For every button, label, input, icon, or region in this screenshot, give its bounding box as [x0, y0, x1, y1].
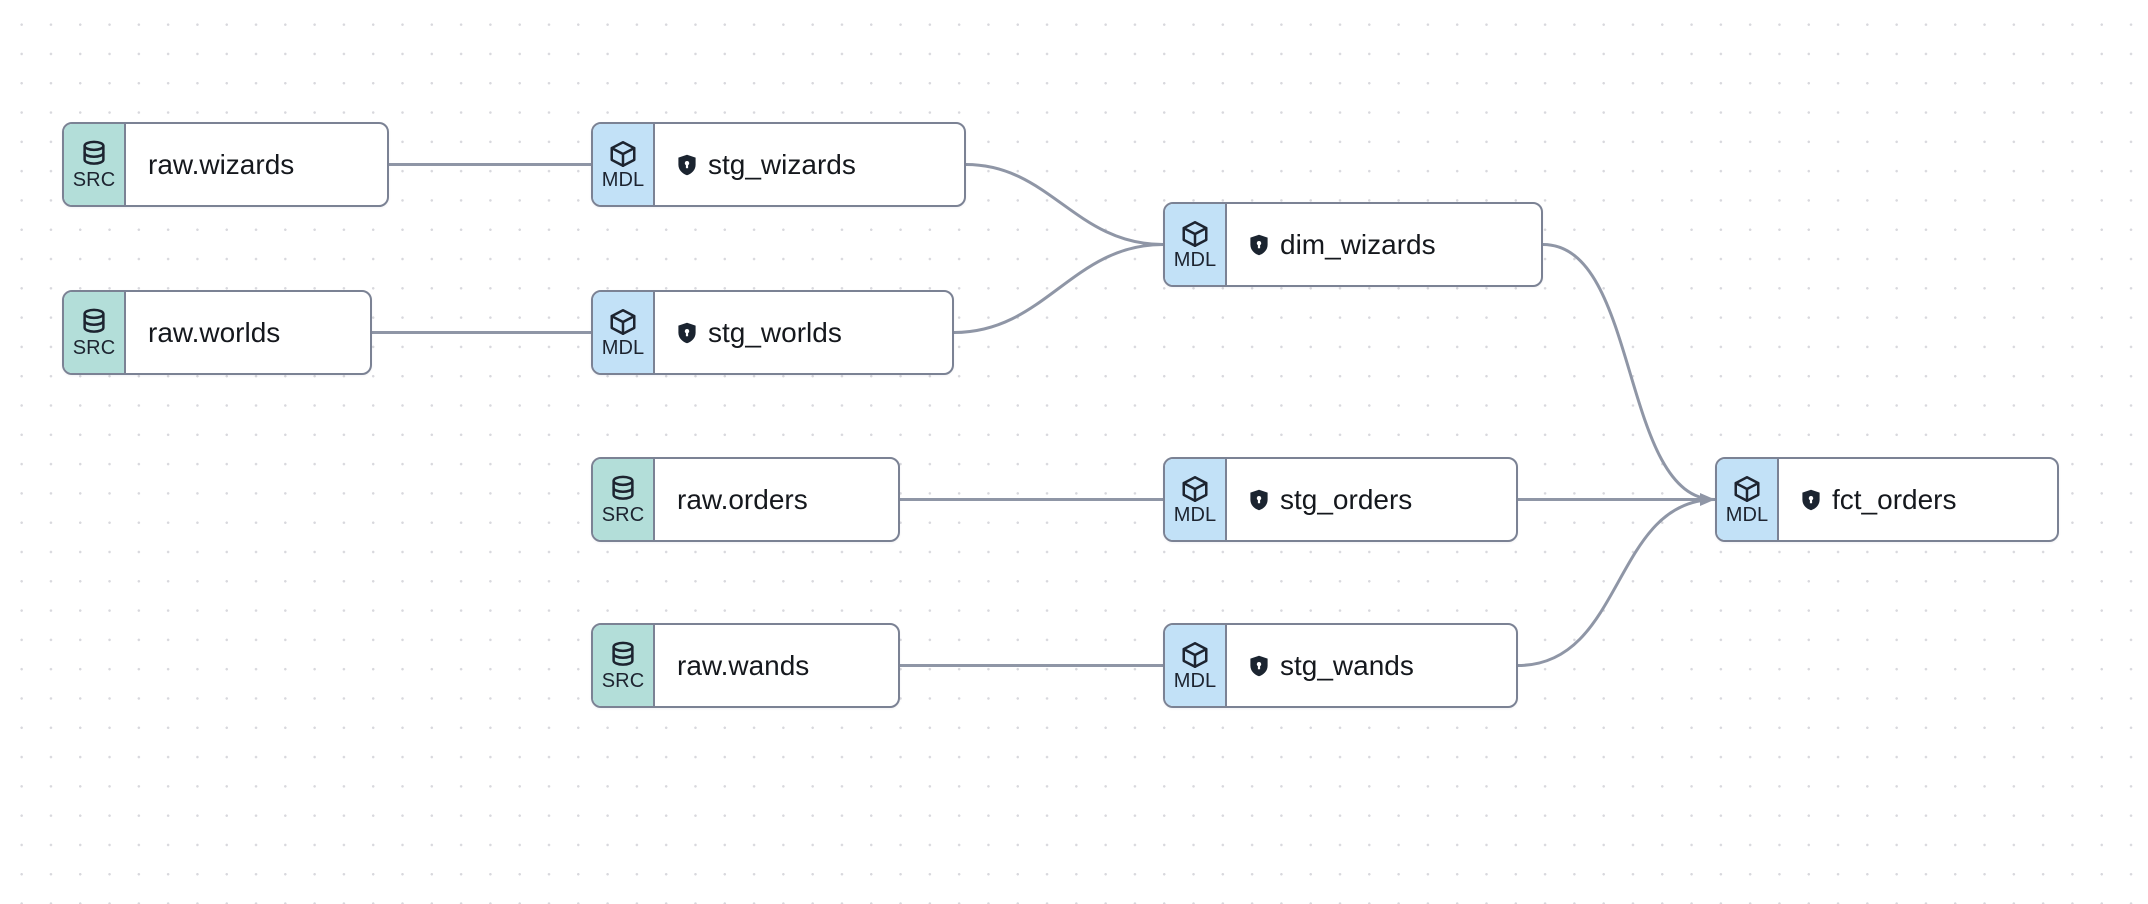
shield-lock-icon — [1249, 234, 1269, 256]
node-label: raw.worlds — [148, 316, 281, 348]
shield-lock-icon — [677, 322, 697, 344]
lineage-node-stg-orders[interactable]: MDL stg_orders — [1163, 457, 1518, 542]
node-label: raw.wands — [677, 649, 810, 681]
lineage-node-stg-wizards[interactable]: MDL stg_wizards — [591, 122, 966, 207]
database-icon — [79, 307, 109, 337]
node-type-label: SRC — [72, 169, 116, 191]
edge-stg-wizards-to-dim-wizards — [964, 163, 1165, 246]
database-icon — [608, 474, 638, 504]
node-type-badge: MDL — [1165, 204, 1227, 285]
cube-icon — [608, 139, 638, 169]
node-label: stg_orders — [1280, 483, 1413, 515]
node-type-badge: SRC — [593, 625, 655, 706]
cube-icon — [608, 307, 638, 337]
node-body: raw.wands — [655, 625, 898, 706]
cube-icon — [1732, 474, 1762, 504]
edge-stg-worlds-to-dim-wizards — [952, 243, 1165, 334]
node-type-badge: SRC — [64, 292, 126, 373]
lineage-node-stg-worlds[interactable]: MDL stg_worlds — [591, 290, 954, 375]
lineage-node-stg-wands[interactable]: MDL stg_wands — [1163, 623, 1518, 708]
node-body: raw.wizards — [126, 124, 387, 205]
node-body: fct_orders — [1779, 459, 2057, 540]
node-type-label: SRC — [72, 337, 116, 359]
cube-icon — [1180, 219, 1210, 249]
edge-arrowheads — [1700, 493, 1715, 506]
lineage-node-raw-wands[interactable]: SRC raw.wands — [591, 623, 900, 708]
node-type-badge: MDL — [593, 292, 655, 373]
node-body: dim_wizards — [1227, 204, 1541, 285]
node-type-badge: MDL — [593, 124, 655, 205]
shield-lock-icon — [1249, 489, 1269, 511]
cube-icon — [1180, 640, 1210, 670]
shield-lock-icon — [677, 154, 697, 176]
node-type-badge: SRC — [593, 459, 655, 540]
node-label: stg_wands — [1280, 649, 1414, 681]
lineage-node-raw-wizards[interactable]: SRC raw.wizards — [62, 122, 389, 207]
node-label: fct_orders — [1832, 483, 1957, 515]
database-icon — [79, 139, 109, 169]
shield-lock-icon — [1249, 655, 1269, 677]
cube-icon — [1180, 474, 1210, 504]
node-type-badge: SRC — [64, 124, 126, 205]
edge-stg-wands-to-fct-orders — [1516, 498, 1717, 667]
lineage-node-raw-orders[interactable]: SRC raw.orders — [591, 457, 900, 542]
database-icon — [608, 640, 638, 670]
lineage-node-raw-worlds[interactable]: SRC raw.worlds — [62, 290, 372, 375]
node-label: raw.wizards — [148, 148, 295, 180]
lineage-node-fct-orders[interactable]: MDL fct_orders — [1715, 457, 2059, 542]
node-type-label: SRC — [601, 504, 645, 526]
node-type-badge: MDL — [1717, 459, 1779, 540]
node-type-label: SRC — [601, 670, 645, 692]
node-type-label: MDL — [1173, 249, 1217, 271]
node-body: stg_wizards — [655, 124, 964, 205]
node-label: dim_wizards — [1280, 228, 1436, 260]
node-type-label: MDL — [1173, 504, 1217, 526]
node-body: stg_orders — [1227, 459, 1516, 540]
node-body: raw.orders — [655, 459, 898, 540]
node-type-label: MDL — [601, 337, 645, 359]
node-type-label: MDL — [601, 169, 645, 191]
lineage-node-dim-wizards[interactable]: MDL dim_wizards — [1163, 202, 1543, 287]
node-type-badge: MDL — [1165, 625, 1227, 706]
node-type-badge: MDL — [1165, 459, 1227, 540]
node-label: stg_wizards — [708, 148, 856, 180]
node-body: stg_worlds — [655, 292, 952, 373]
edge-dim-wizards-to-fct-orders — [1541, 243, 1717, 501]
node-body: stg_wands — [1227, 625, 1516, 706]
node-type-label: MDL — [1725, 504, 1769, 526]
node-label: stg_worlds — [708, 316, 842, 348]
node-type-label: MDL — [1173, 670, 1217, 692]
shield-lock-icon — [1801, 489, 1821, 511]
node-label: raw.orders — [677, 483, 808, 515]
node-body: raw.worlds — [126, 292, 370, 373]
